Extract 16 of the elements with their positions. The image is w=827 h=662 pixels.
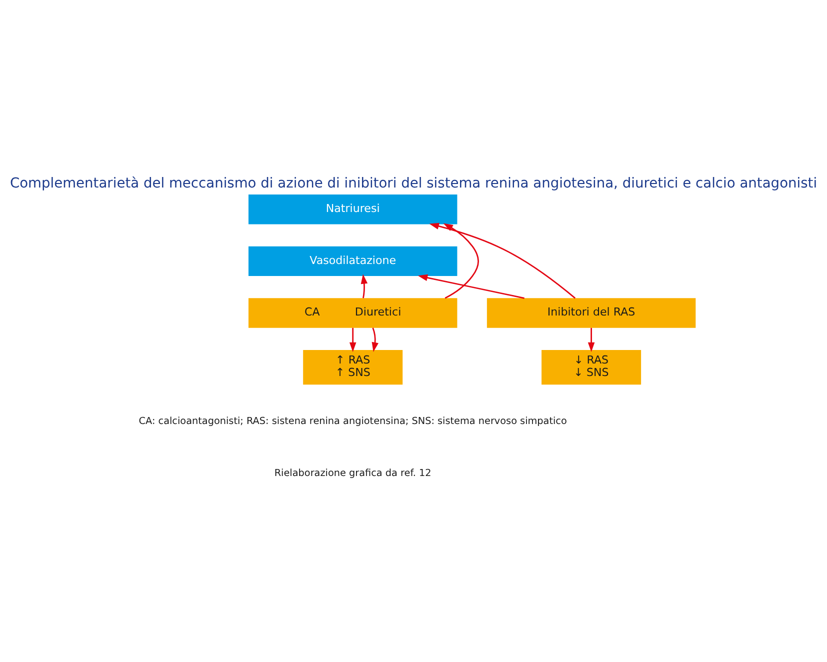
label: CA: calcioantagonisti; RAS: sistena renina angiotensina; SNS: sistema nervoso simpatico: [138, 416, 567, 428]
arrow: [443, 223, 479, 299]
arrow: [349, 328, 356, 352]
arrow: [360, 274, 368, 298]
node-box: Inibitori del RAS: [486, 298, 696, 328]
node-box: ↓ RAS ↓ SNS: [542, 350, 642, 385]
label: Rielaborazione grafica da ref. 12: [274, 468, 432, 479]
node-box: Vasodilatazione: [248, 246, 458, 276]
arrow: [372, 328, 378, 352]
node-box: ↑ RAS ↑ SNS: [303, 350, 403, 385]
diagram-title: Complementarietà del meccanismo di azione di inibitori del sistema renina angiotesina, diuretici e calcio antagonisti: [10, 176, 818, 192]
node-box: Natriuresi: [248, 194, 458, 224]
node-box: CA Diuretici: [248, 298, 458, 328]
arrow: [429, 222, 576, 299]
arrow: [588, 328, 595, 352]
arrow: [418, 274, 524, 299]
